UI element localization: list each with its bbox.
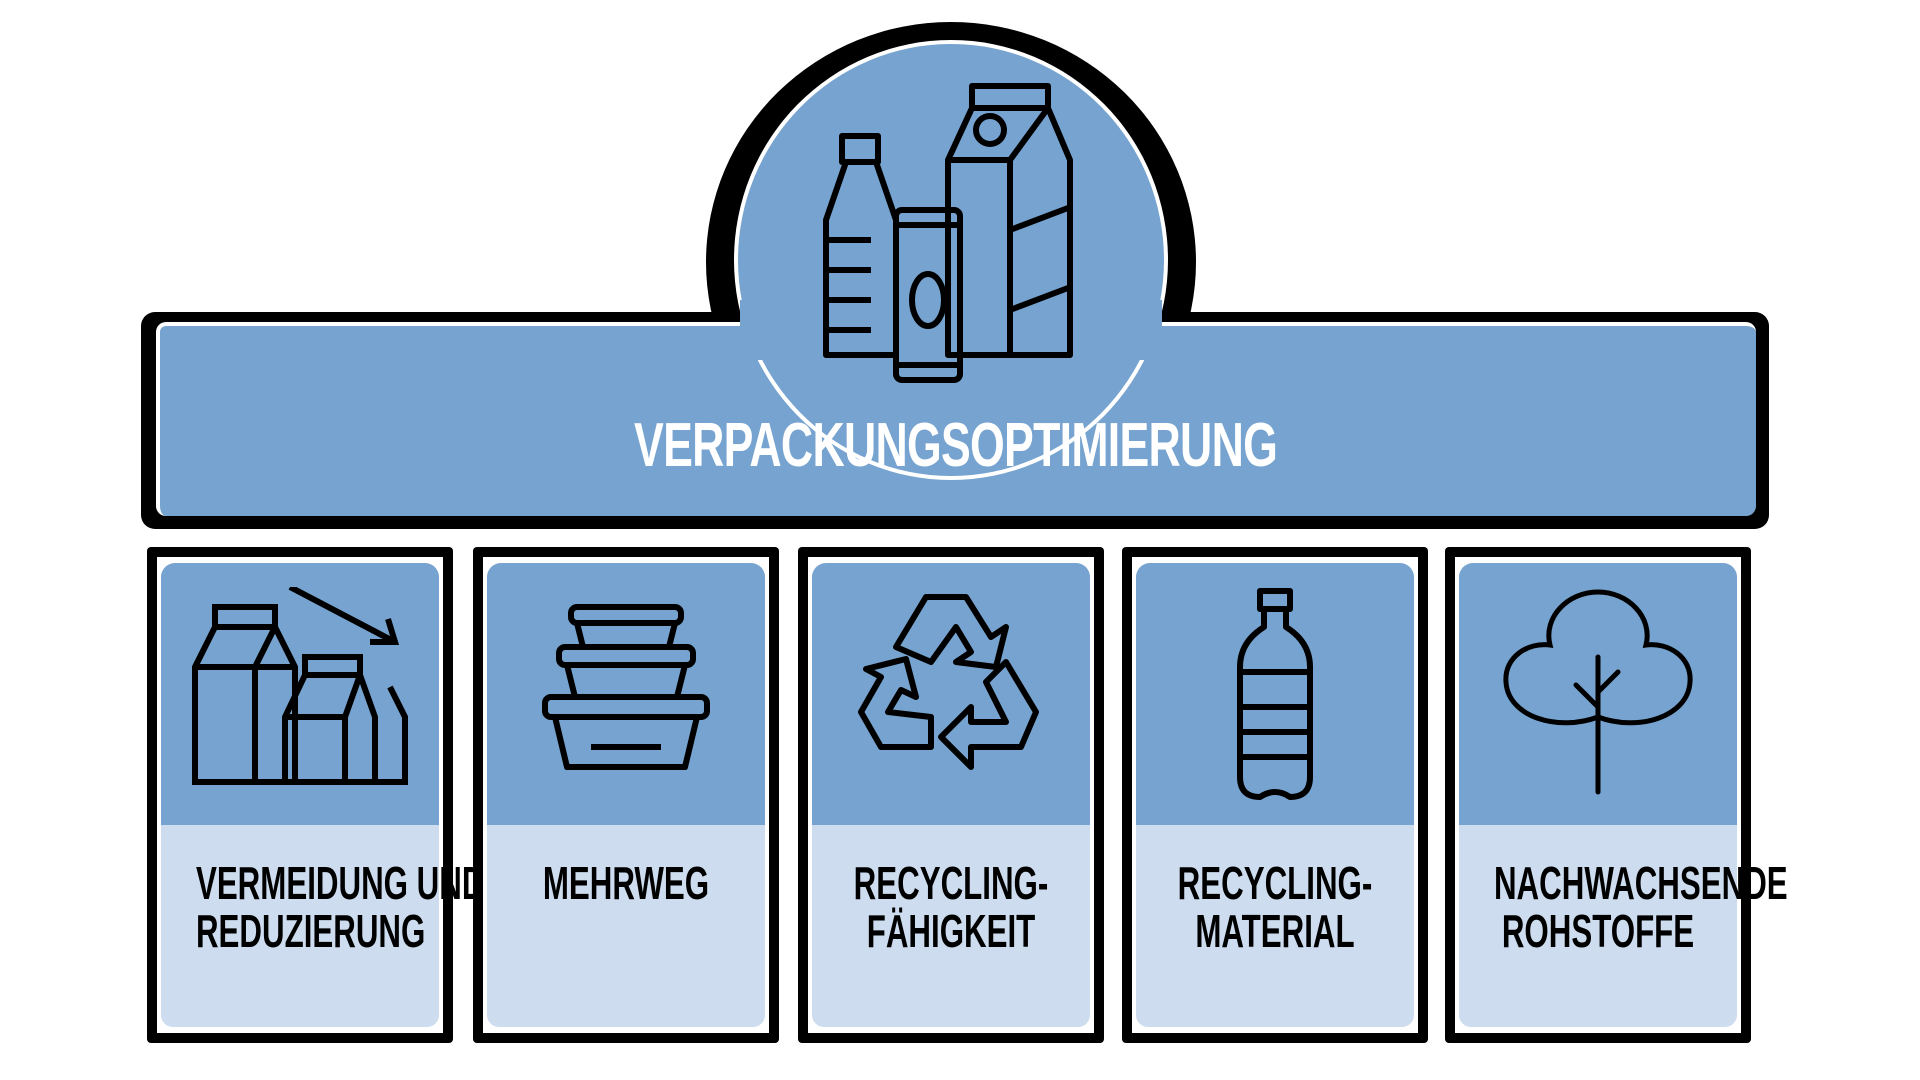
card-icon-area	[812, 563, 1090, 825]
tree-icon	[1503, 589, 1693, 795]
cartons-reduce-icon	[192, 587, 408, 785]
card-label-area	[1459, 825, 1737, 1027]
card-label-area	[161, 825, 439, 1027]
page-title: VERPACKUNGSOPTIMIERUNG	[156, 410, 1756, 481]
card-label-line: RECYCLING-	[853, 857, 1049, 909]
card-label-area	[812, 825, 1090, 1027]
card-label-line: FÄHIGKEIT	[866, 905, 1036, 957]
stacked-containers-icon	[542, 604, 710, 770]
card-recyclingfaehigkeit: RECYCLING-FÄHIGKEIT	[798, 547, 1104, 1043]
card-label-line: NACHWACHSENDE	[1493, 857, 1788, 909]
can-icon	[893, 207, 963, 383]
card-label-line: REDUZIERUNG	[195, 905, 426, 957]
title-text: VERPACKUNGSOPTIMIERUNG	[634, 411, 1278, 480]
card-label-line: VERMEIDUNG UND	[195, 857, 485, 909]
milk-carton-icon	[945, 83, 1073, 358]
bottle-icon	[1237, 588, 1313, 800]
card-label-area	[487, 825, 765, 1027]
card-label-line: ROHSTOFFE	[1501, 905, 1695, 957]
recycle-icon	[858, 594, 1039, 770]
card-label-line: RECYCLING-	[1177, 857, 1373, 909]
card-mehrweg: MEHRWEG	[473, 547, 779, 1043]
card-recyclingmaterial: RECYCLING-MATERIAL	[1122, 547, 1428, 1043]
card-label-line: MEHRWEG	[542, 857, 710, 909]
packaging-hero-icon	[823, 83, 1073, 383]
bottle-icon	[823, 133, 899, 358]
card-label-line: MATERIAL	[1195, 905, 1355, 957]
card-label-area	[1136, 825, 1414, 1027]
